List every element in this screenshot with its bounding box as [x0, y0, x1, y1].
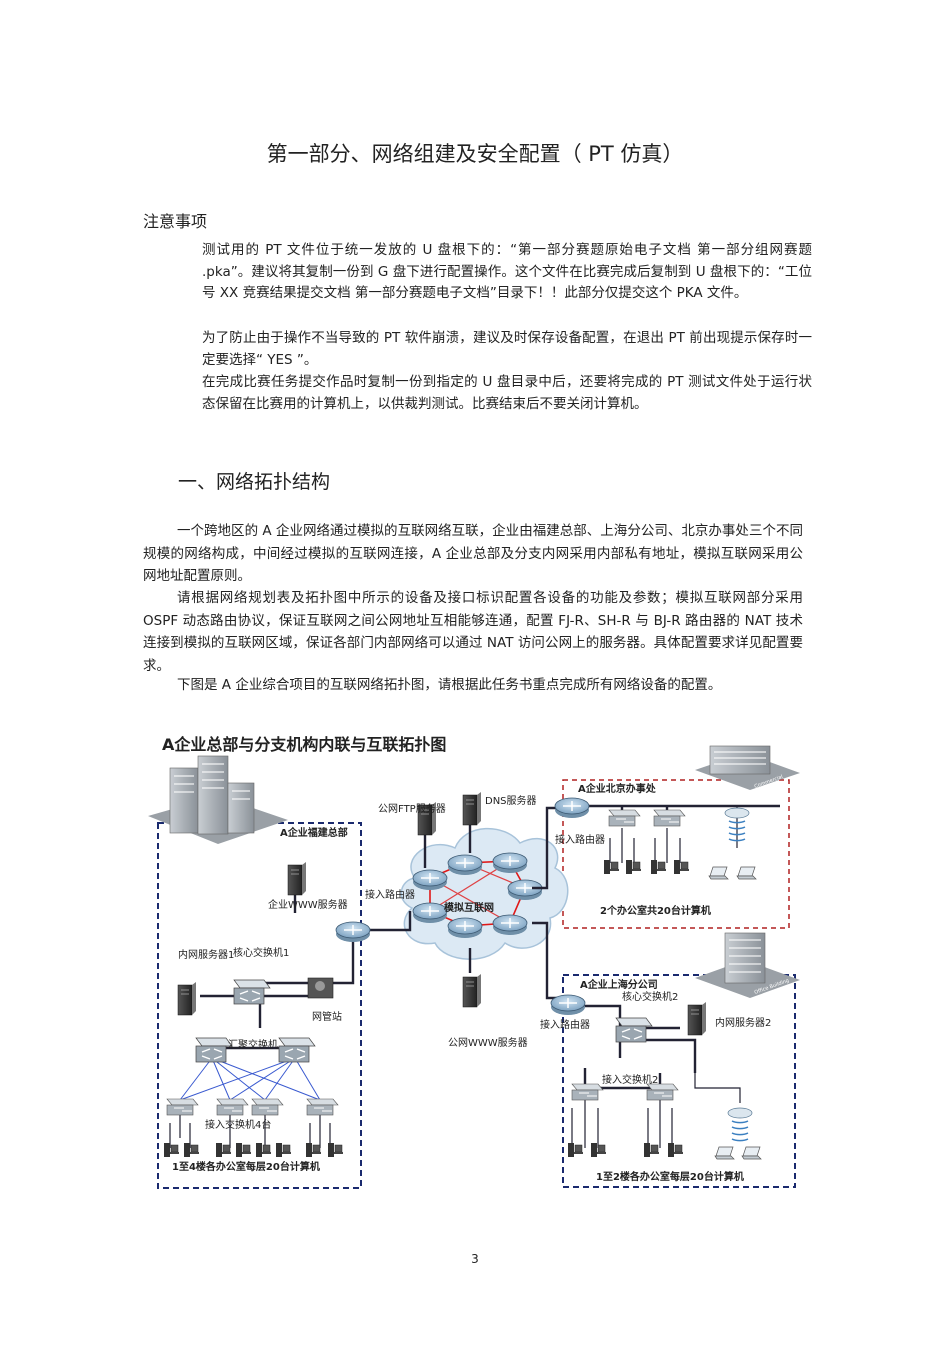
public-www-server-icon: [462, 973, 482, 1008]
notice-item-2: 为了防止由于操作不当导致的 PT 软件崩溃，建议及时保存设备配置，在退出 PT …: [202, 330, 812, 368]
fj-pc-icons: [163, 1142, 344, 1158]
svg-text:接入路由器: 接入路由器: [365, 888, 415, 901]
bj-switch-icons: [608, 809, 686, 827]
intranet-server2-icon: [687, 1001, 707, 1036]
bj-region-box: [562, 779, 790, 929]
paragraph-3: 下图是 A 企业综合项目的互联网络拓扑图，请根据此任务书重点完成所有网络设备的配…: [177, 677, 722, 693]
bj-pc-icons: [603, 859, 757, 880]
svg-text:核心交换机2: 核心交换机2: [622, 990, 678, 1003]
trade-center-building: Trade Center: [148, 755, 288, 864]
svg-text:Trade Center: Trade Center: [233, 841, 272, 864]
svg-text:接入路由器: 接入路由器: [555, 833, 605, 846]
svg-text:核心交换机1: 核心交换机1: [233, 946, 289, 959]
svg-text:网管站: 网管站: [312, 1010, 342, 1023]
fj-access-switch-icons: [166, 1098, 339, 1116]
svg-text:接入交换机4台: 接入交换机4台: [205, 1118, 271, 1131]
svg-text:接入路由器: 接入路由器: [540, 1018, 590, 1031]
svg-text:A企业北京办事处: A企业北京办事处: [578, 782, 657, 795]
notice-item-1: 测试用的 PT 文件位于统一发放的 U 盘根下的：“第一部分赛题原始电子文档 第…: [202, 242, 812, 301]
notice-item-3: 在完成比赛任务提交作品时复制一份到指定的 U 盘目录中后，还要将完成的 PT 测…: [202, 374, 812, 412]
svg-text:DNS服务器: DNS服务器: [485, 794, 537, 807]
topology-links: [200, 804, 780, 1090]
svg-text:2个办公室共20台计算机: 2个办公室共20台计算机: [600, 904, 711, 917]
topology-diagram: A企业总部与分支机构内联与互联拓扑图 Trade Center Commerci…: [148, 735, 800, 1189]
internet-cloud: 模拟互联网: [400, 827, 569, 960]
office-building: Office Building: [695, 932, 800, 998]
svg-text:模拟互联网: 模拟互联网: [444, 901, 494, 914]
svg-text:企业WWW服务器: 企业WWW服务器: [268, 898, 348, 911]
page-number: 3: [471, 1252, 479, 1266]
commercial-building: Commercial: [695, 745, 800, 790]
core-switch2-icon: [615, 1017, 653, 1043]
intranet-server1-icon: [177, 981, 197, 1016]
svg-text:汇聚交换机: 汇聚交换机: [228, 1038, 278, 1051]
svg-text:公网FTP服务器: 公网FTP服务器: [378, 802, 446, 815]
svg-text:内网服务器1: 内网服务器1: [178, 948, 234, 961]
aggregation-crosslinks: [179, 1057, 321, 1101]
sh-access-switch-icons: [571, 1083, 679, 1101]
svg-text:A企业福建总部: A企业福建总部: [280, 826, 348, 839]
page-title: 第一部分、网络组建及安全配置（ PT 仿真）: [266, 142, 684, 166]
sh-region-box: [562, 974, 796, 1188]
diagram-title: A企业总部与分支机构内联与互联拓扑图: [162, 735, 446, 754]
svg-text:1至4楼各办公室每层20台计算机: 1至4楼各办公室每层20台计算机: [172, 1160, 320, 1173]
access-links: [169, 806, 741, 1148]
bj-access-router-icon: [554, 797, 590, 819]
notice-heading: 注意事项: [143, 212, 208, 231]
svg-text:A企业上海分公司: A企业上海分公司: [580, 978, 658, 991]
svg-text:接入交换机2: 接入交换机2: [602, 1073, 658, 1086]
paragraph-2: 请根据网络规划表及拓扑图中所示的设备及接口标识配置各设备的功能及参数；模拟互联网…: [143, 590, 803, 674]
core-switch1-icon: [233, 979, 271, 1005]
www-server-icon: [287, 861, 307, 896]
sh-ap-icon: [727, 1107, 753, 1142]
svg-text:公网WWW服务器: 公网WWW服务器: [448, 1036, 528, 1049]
section-heading: 一、网络拓扑结构: [178, 471, 331, 493]
nms-station-icon: [307, 977, 334, 999]
paragraph-1: 一个跨地区的 A 企业网络通过模拟的互联网络互联，企业由福建总部、上海分公司、北…: [143, 523, 803, 584]
svg-text:内网服务器2: 内网服务器2: [715, 1016, 771, 1029]
dns-server-icon: [462, 791, 482, 826]
fj-access-router-icon: [335, 921, 371, 943]
sh-pc-icons: [567, 1142, 762, 1160]
sh-access-router-icon: [550, 994, 586, 1016]
svg-text:1至2楼各办公室每层20台计算机: 1至2楼各办公室每层20台计算机: [596, 1170, 744, 1183]
